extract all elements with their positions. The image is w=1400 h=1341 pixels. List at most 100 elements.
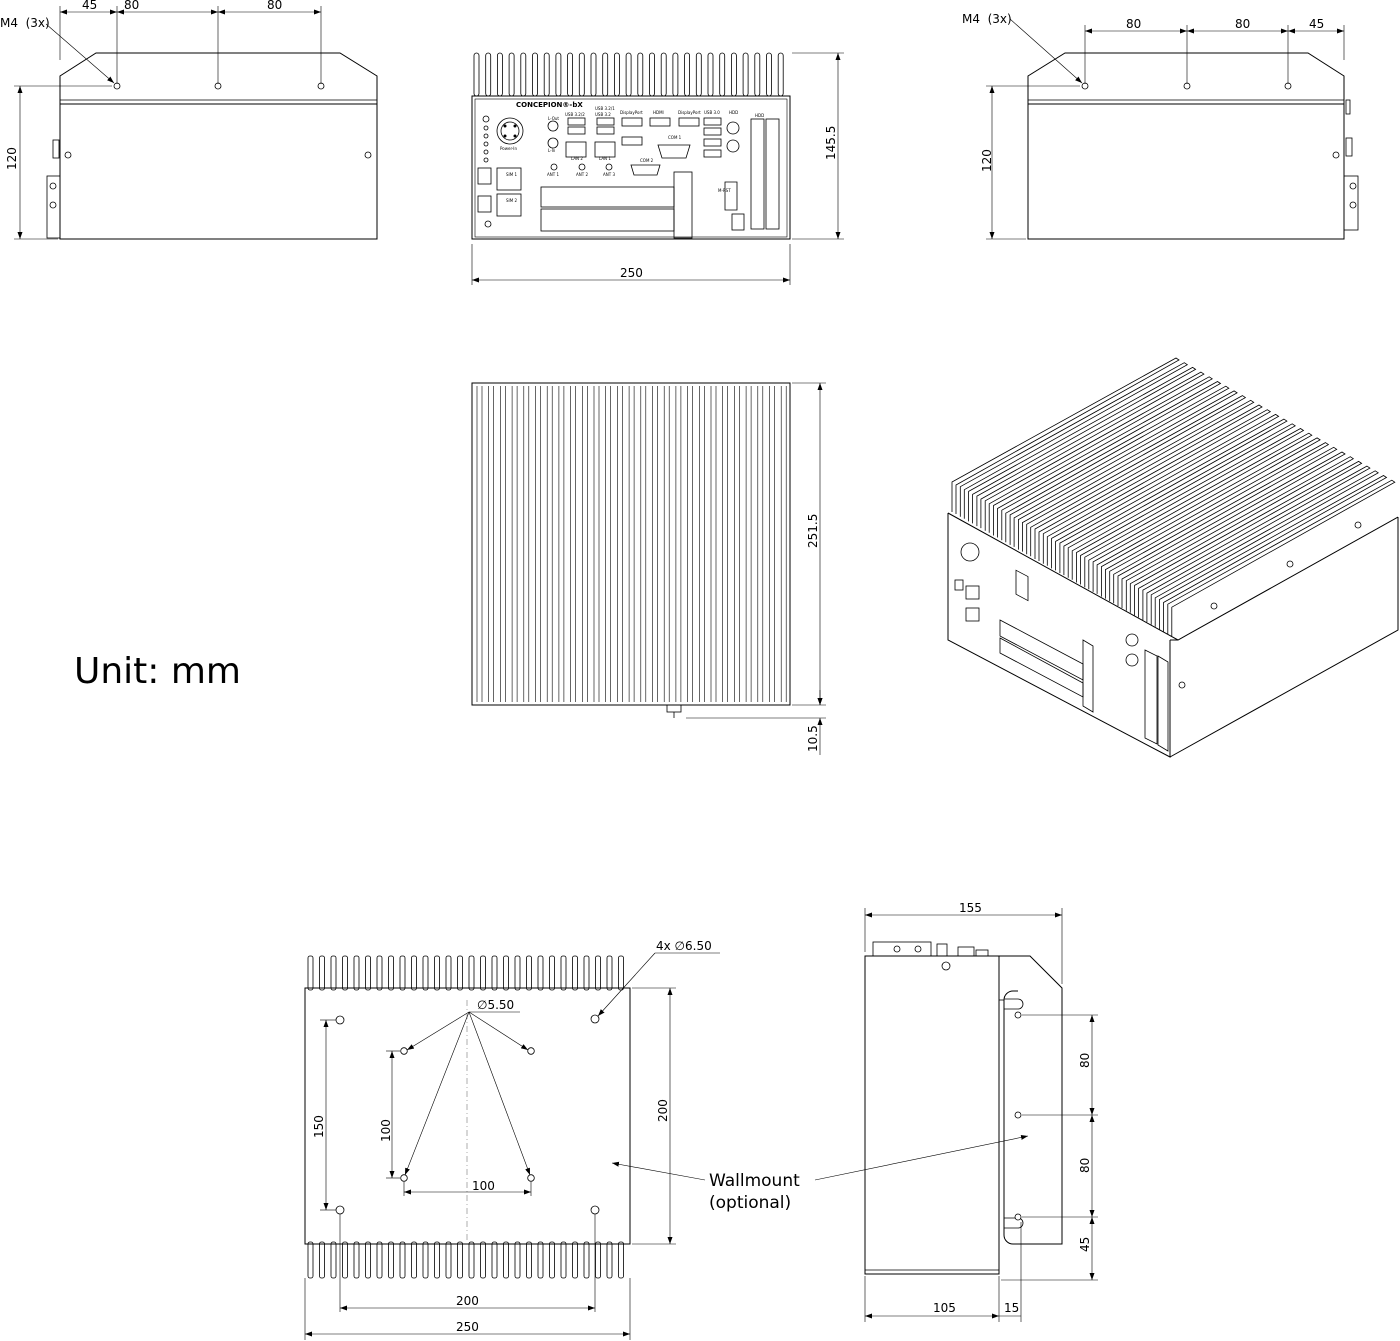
bottom-fin — [330, 955, 337, 991]
dim-left-80b: 80 — [267, 0, 282, 12]
bottom-fin — [353, 955, 360, 991]
bottom-fin — [342, 955, 348, 991]
bottom-fin — [503, 955, 509, 991]
dim-bottom-200v: 200 — [656, 1099, 670, 1122]
bottom-fin — [376, 955, 383, 991]
dim-right-45: 45 — [1309, 17, 1324, 31]
dim-right-120: 120 — [980, 149, 994, 172]
fin — [602, 52, 609, 97]
dim-bottom-100h: 100 — [472, 1179, 495, 1193]
iso-fin — [1001, 385, 1230, 543]
bottom-fin — [434, 1241, 440, 1279]
iso-fin — [1051, 413, 1280, 571]
bottom-fin — [411, 1241, 417, 1279]
fin — [672, 52, 679, 97]
iso-fin — [951, 357, 1180, 514]
iso-fin — [959, 362, 1189, 519]
bottom-fin — [595, 955, 601, 991]
dim-front-250: 250 — [620, 266, 643, 280]
iso-fin — [1076, 428, 1305, 585]
iso-fin — [1142, 465, 1371, 623]
fin — [707, 52, 714, 97]
fin — [719, 52, 726, 97]
front-port-label: M-RST — [718, 188, 731, 193]
front-port-label: LAN 2 — [571, 156, 583, 161]
bottom-fin — [549, 1241, 555, 1279]
dim-wall-45: 45 — [1078, 1237, 1092, 1252]
dim-wall-80a: 80 — [1078, 1053, 1092, 1068]
fin — [637, 52, 644, 97]
bottom-fin — [560, 1241, 567, 1279]
front-port-label: USB 3.0 — [704, 110, 720, 115]
dim-left-80a: 80 — [124, 0, 139, 12]
bottom-fin — [526, 955, 532, 991]
fin — [625, 52, 632, 97]
fin — [578, 52, 585, 97]
bottom-view: ∅5.50 4x ∅6.50 150 100 100 200 200 25 — [304, 939, 720, 1340]
unit-label: Unit: mm — [74, 651, 241, 692]
dim-bottom-dia-outer: 4x ∅6.50 — [656, 939, 712, 953]
iso-fin — [1084, 432, 1313, 590]
iso-fin — [1042, 409, 1272, 566]
front-port-label: ANT 1 — [547, 172, 559, 177]
fin — [731, 52, 737, 97]
dim-wall-80b: 80 — [1078, 1158, 1092, 1173]
dim-right-80b: 80 — [1235, 17, 1250, 31]
front-port-label: HDMI — [653, 110, 664, 115]
bottom-fin — [411, 955, 417, 991]
front-port-label: Power-In — [500, 146, 517, 151]
bottom-fin — [560, 955, 567, 991]
bottom-fin — [319, 955, 325, 991]
bottom-fin — [480, 1241, 486, 1279]
fin — [485, 52, 492, 97]
dim-left-45: 45 — [82, 0, 97, 12]
bottom-fin — [457, 955, 463, 991]
iso-fin — [1101, 442, 1330, 599]
wallmount-side-view: 155 80 80 45 105 15 — [864, 901, 1098, 1322]
callout-left-m4: M4 (3x) — [0, 16, 50, 30]
iso-fin — [1150, 470, 1379, 627]
front-port-label: ANT 3 — [603, 172, 615, 177]
fin — [520, 52, 527, 97]
bottom-fin — [491, 955, 498, 991]
bottom-fin — [365, 955, 371, 991]
bottom-fin — [514, 1241, 521, 1279]
wallmount-label-line2: (optional) — [709, 1193, 791, 1213]
front-port-label: L-Out — [548, 116, 559, 121]
dim-wall-15: 15 — [1004, 1301, 1019, 1315]
bottom-fin — [388, 1241, 394, 1279]
front-port-label: HDD — [729, 110, 738, 115]
bottom-fin — [595, 1241, 601, 1279]
top-view: 251.5 10.5 — [471, 382, 826, 755]
isometric-view — [947, 357, 1399, 758]
front-port-label: LAN 1 — [599, 156, 611, 161]
fin — [614, 52, 620, 97]
bottom-fin — [537, 955, 544, 991]
left-side-view: 45 80 80 M4 (3x) 120 — [0, 0, 378, 240]
bottom-fin — [422, 1241, 429, 1279]
wallmount-label-line1: Wallmount — [709, 1171, 800, 1191]
fin — [766, 52, 772, 97]
bottom-fin — [434, 955, 440, 991]
bottom-fin — [330, 1241, 337, 1279]
fin — [567, 52, 573, 97]
dim-wall-105: 105 — [933, 1301, 956, 1315]
front-port-label: COM 1 — [668, 135, 682, 140]
right-side-view: 80 80 45 M4 (3x) 120 — [962, 12, 1359, 240]
iso-fin — [968, 366, 1197, 524]
fin — [660, 52, 667, 97]
wallmount-callout: Wallmount (optional) — [611, 1134, 1029, 1213]
iso-fin — [1109, 446, 1338, 604]
dim-top-251: 251.5 — [806, 514, 820, 548]
iso-fin — [1034, 404, 1263, 561]
fin — [742, 52, 749, 97]
dim-wall-155: 155 — [959, 901, 982, 915]
bottom-fin — [445, 955, 452, 991]
fin — [473, 52, 480, 97]
bottom-fin — [491, 1241, 498, 1279]
callout-right-m4: M4 (3x) — [962, 12, 1012, 26]
bottom-fin — [514, 955, 521, 991]
bottom-fin — [606, 955, 613, 991]
front-port-label: COM 2 — [640, 158, 654, 163]
bottom-fin — [606, 1241, 613, 1279]
